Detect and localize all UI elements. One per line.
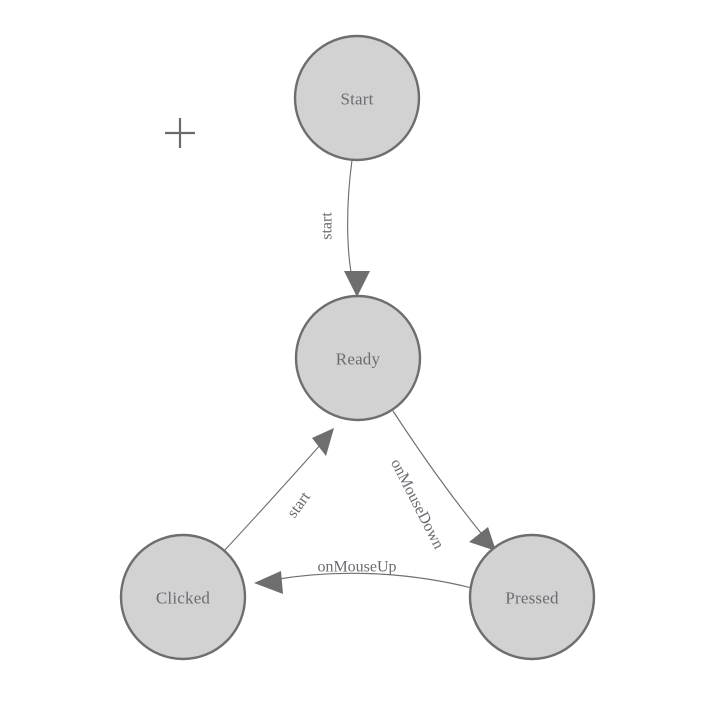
- edge-line: [392, 410, 486, 539]
- arrow-head-icon: [344, 271, 370, 297]
- edge-line: [223, 442, 323, 552]
- plus-marker-icon: [165, 118, 195, 148]
- node-start[interactable]: Start: [293, 34, 421, 162]
- node-label: Clicked: [156, 589, 211, 608]
- edge-line: [271, 572, 473, 589]
- arrow-head-icon: [312, 428, 334, 456]
- arrow-head-icon: [469, 527, 496, 551]
- edge-label-start-to-ready: start: [319, 212, 336, 240]
- edge-start-to-ready[interactable]: [344, 159, 370, 297]
- node-circle: [468, 533, 596, 661]
- edge-label-clicked-to-ready: start: [284, 488, 314, 521]
- edge-label-pressed-to-clicked: onMouseUp: [317, 559, 396, 576]
- node-circle: [293, 34, 421, 162]
- node-label: Ready: [336, 350, 381, 369]
- node-label: Pressed: [505, 589, 559, 608]
- node-pressed[interactable]: Pressed: [468, 533, 596, 661]
- edge-pressed-to-clicked[interactable]: [254, 571, 473, 594]
- node-ready[interactable]: Ready: [294, 294, 422, 422]
- edge-line: [347, 159, 354, 284]
- arrow-head-icon: [254, 571, 283, 594]
- edge-label-ready-to-pressed: onMouseDown: [387, 456, 447, 552]
- node-circle: [294, 294, 422, 422]
- edge-ready-to-pressed[interactable]: [392, 410, 496, 551]
- node-clicked[interactable]: Clicked: [119, 533, 247, 661]
- node-circle: [119, 533, 247, 661]
- node-label: Start: [340, 90, 373, 109]
- edge-clicked-to-ready[interactable]: [223, 428, 334, 552]
